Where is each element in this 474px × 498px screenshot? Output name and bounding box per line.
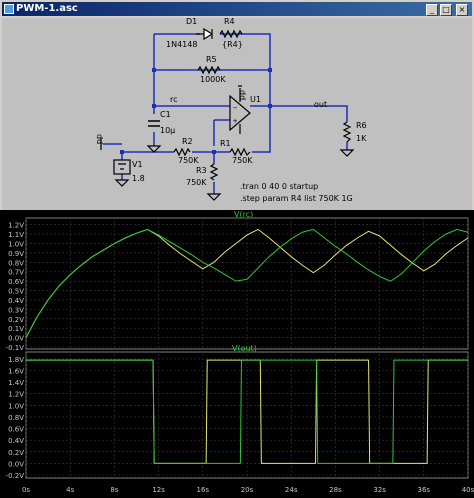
r3-ref: R3 <box>196 166 207 175</box>
d1-value: 1N4148 <box>166 40 198 49</box>
x-tick-label: 28s <box>329 486 342 494</box>
u1-ref: U1 <box>250 95 261 104</box>
r4-ref: R4 <box>224 17 235 26</box>
close-icon[interactable]: × <box>456 4 468 16</box>
v1-value: 1.8 <box>132 174 145 183</box>
r6-value: 1K <box>356 134 367 143</box>
resistor-r5 <box>197 65 221 75</box>
step-directive[interactable]: .step param R4 list 750K 1G <box>240 194 353 203</box>
x-tick-label: 8s <box>110 486 118 494</box>
r1-ref: R1 <box>220 139 231 148</box>
r2-ref: R2 <box>182 137 193 146</box>
schematic-window: PWM-1.asc _ □ × <box>0 0 474 210</box>
x-tick-label: 12s <box>152 486 165 494</box>
capacitor-c1 <box>148 120 160 127</box>
x-tick-label: 0s <box>22 486 30 494</box>
app-icon <box>4 4 14 14</box>
y-tick-label-out: 1.4V <box>8 379 24 387</box>
x-tick-label: 4s <box>66 486 74 494</box>
y-tick-label-out: 0.2V <box>8 449 24 457</box>
resistor-r1 <box>229 147 251 157</box>
maximize-icon[interactable]: □ <box>440 4 452 16</box>
resistor-r4 <box>219 29 243 39</box>
y-tick-label-rc: 1.2V <box>8 222 24 230</box>
y-tick-label-out: 1.8V <box>8 356 24 364</box>
y-tick-label-out: 1.6V <box>8 368 24 376</box>
x-tick-label: 20s <box>241 486 254 494</box>
tran-directive[interactable]: .tran 0 40 0 startup <box>240 182 319 191</box>
x-tick-label: 16s <box>197 486 210 494</box>
trace-label-rc[interactable]: V(rc) <box>234 210 254 219</box>
r5-value: 1000K <box>200 75 226 84</box>
y-tick-label-out: 0.0V <box>8 460 24 468</box>
resistor-r3 <box>209 163 219 181</box>
y-tick-label-out: 0.6V <box>8 426 24 434</box>
y-tick-label-rc: 1.1V <box>8 231 24 239</box>
y-tick-label-rc: 0.8V <box>8 259 24 267</box>
x-tick-label: 40s <box>462 486 474 494</box>
v1-ref: V1 <box>132 160 143 169</box>
y-tick-label-rc: 0.9V <box>8 250 24 258</box>
r3-value: 750K <box>186 178 207 187</box>
schematic-canvas[interactable]: − + <box>2 17 472 210</box>
trace-out-2[interactable] <box>26 359 468 464</box>
y-tick-label-rc: 1.0V <box>8 241 24 249</box>
y-tick-label-rc: 0.6V <box>8 278 24 286</box>
trace-label-out[interactable]: V(out) <box>232 344 257 353</box>
c1-ref: C1 <box>160 110 171 119</box>
y-tick-label-out: 0.8V <box>8 414 24 422</box>
r6-ref: R6 <box>356 121 367 130</box>
d1-ref: D1 <box>186 17 198 26</box>
y-tick-label-out: 0.4V <box>8 437 24 445</box>
resistor-r6 <box>342 121 352 143</box>
svg-text:−: − <box>233 104 237 112</box>
net-label-out: out <box>314 100 328 109</box>
x-tick-label: 36s <box>418 486 431 494</box>
voltage-source-v1 <box>113 159 131 175</box>
r1-value: 750K <box>232 156 253 165</box>
y-tick-label-rc: 0.4V <box>8 297 24 305</box>
x-tick-label: 32s <box>373 486 386 494</box>
window-title: PWM-1.asc <box>16 3 78 14</box>
y-tick-label-rc: 0.0V <box>8 335 24 343</box>
opamp-u1 <box>229 92 251 134</box>
trace-rc-2[interactable] <box>25 228 469 338</box>
diode-d1 <box>196 27 214 41</box>
y-tick-label-rc: 0.3V <box>8 306 24 314</box>
y-tick-label-rc: 0.7V <box>8 269 24 277</box>
y-tick-label-rc: 0.1V <box>8 325 24 333</box>
c1-value: 10µ <box>160 126 176 135</box>
ground-icon <box>114 145 355 201</box>
y-tick-label-out: 1.0V <box>8 402 24 410</box>
y-tick-label-out: -0.2V <box>6 472 25 480</box>
y-tick-label-rc: 0.2V <box>8 316 24 324</box>
r2-value: 750K <box>178 156 199 165</box>
svg-text:+: + <box>233 117 237 125</box>
net-label-dd: dd <box>95 134 104 145</box>
title-bar[interactable]: PWM-1.asc _ □ × <box>2 2 472 16</box>
y-tick-label-out: 1.2V <box>8 391 24 399</box>
r4-value: {R4} <box>222 40 243 49</box>
minimize-icon[interactable]: _ <box>426 4 438 16</box>
net-label-rc: rc <box>170 95 178 104</box>
resistor-r2 <box>173 147 191 157</box>
x-tick-label: 24s <box>285 486 298 494</box>
y-tick-label-rc: 0.5V <box>8 288 24 296</box>
net-label-dd-2: dd <box>238 90 247 101</box>
r5-ref: R5 <box>206 55 217 64</box>
y-tick-label-rc: -0.1V <box>6 344 25 352</box>
